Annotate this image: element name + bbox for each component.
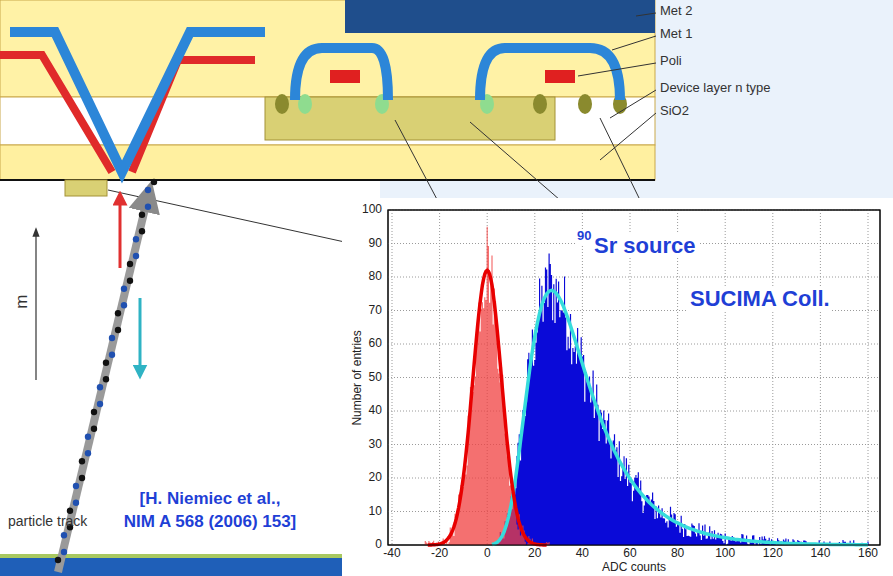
collaboration-label: SUCIMA Coll. [688,286,832,311]
axis-label: m [12,295,32,309]
charge-dot [121,286,127,292]
field-arrow [35,232,36,380]
charge-dot [133,236,139,242]
charge-dot [127,278,133,284]
layer-label: Met 1 [660,27,693,42]
citation: [H. Niemiec et al., [140,489,281,509]
isotope-mass: 90 [575,229,593,244]
layer-label: Poli [660,54,682,69]
charge-dot [61,532,67,538]
tick-label: 10 [369,505,382,519]
charge-dot [145,187,151,193]
tick-label: 100 [715,547,735,561]
axis-title: Number of entries [351,330,365,425]
tick-label: 30 [369,438,382,452]
tick-label: 60 [369,337,382,351]
tick-label: 20 [369,471,382,485]
tick-label: 80 [369,270,382,284]
source-label: Sr source [592,233,698,258]
tick-label: -20 [431,547,448,561]
layer-label: SiO2 [660,104,689,119]
tick-label: 40 [369,404,382,418]
charge-dot [91,426,97,432]
charge-dot [139,212,145,218]
charge-dot [115,327,121,333]
plot-panel [342,198,893,576]
charge-dot [55,557,61,563]
signal-histogram [496,254,868,545]
grid-lines [388,210,880,545]
plot-frame [388,210,880,545]
charge-dot [127,261,133,267]
contact-implants [275,94,627,114]
charge-dot [103,360,109,366]
axis-title: ADC counts [602,561,666,575]
metal-1 [295,48,388,100]
layer-label: Device layer n type [660,81,771,96]
tick-label: 40 [576,547,589,561]
charge-dot [61,549,67,555]
poly-gates [330,70,575,83]
metal-2 [345,0,655,33]
charge-dot [79,475,85,481]
charge-dot [97,401,103,407]
tick-label: 60 [623,547,636,561]
pixel-implant [65,180,107,196]
electron-drift-arrow [139,298,142,372]
charge-dot [133,253,139,259]
histogram [388,210,880,545]
tick-label: 80 [671,547,684,561]
charge-dot [115,310,121,316]
charge-dot [73,500,79,506]
metal-1 [480,48,620,100]
plot-frame [388,210,880,545]
charge-dot [67,508,73,514]
tick-label: 140 [810,547,830,561]
charge-dot [151,179,157,185]
gauss-fit [428,270,547,545]
tick-label: 90 [369,237,382,251]
tick-label: 50 [369,371,382,385]
hole-drift-arrow [119,198,122,268]
charge-dot [109,335,115,341]
tick-label: 100 [362,203,382,217]
tick-label: 70 [369,304,382,318]
charge-dot [139,228,145,234]
charge-dot [103,376,109,382]
charge-dot [73,483,79,489]
tick-label: 120 [763,547,783,561]
charge-dot [85,450,91,456]
tick-label: 0 [375,538,382,552]
charge-dot [97,384,103,390]
charge-dot [79,458,85,464]
charge-dot [145,204,151,210]
citation: NIM A 568 (2006) 153] [124,512,297,532]
tick-label: -40 [383,547,400,561]
track-label: particle track [8,513,87,529]
layer-label: Met 2 [660,4,693,19]
tick-label: 0 [484,547,491,561]
tick-label: 160 [858,547,878,561]
charge-dot [121,302,127,308]
charge-dot [91,409,97,415]
metal-1-v [10,32,265,172]
noise-histogram [420,227,550,545]
charge-dot [109,352,115,358]
charge-dot [85,434,91,440]
landau-fit [492,290,868,544]
substrate [0,180,380,560]
tick-label: 20 [528,547,541,561]
